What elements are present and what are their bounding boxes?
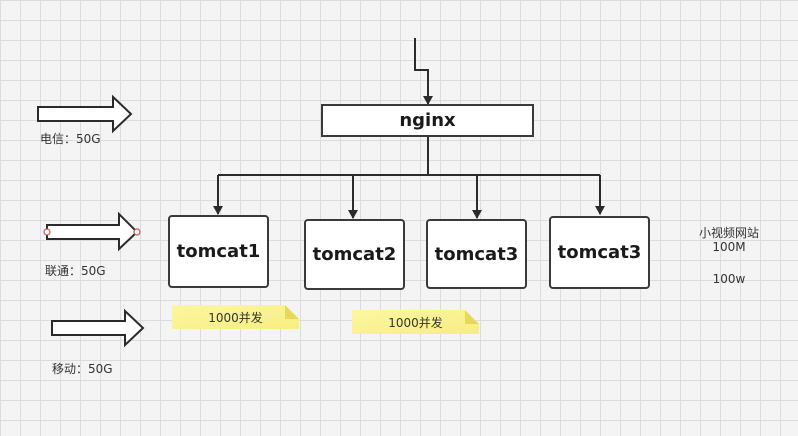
tomcat-label-1: tomcat1 bbox=[176, 241, 261, 262]
nginx-label: nginx bbox=[399, 110, 456, 131]
isp-arrow-telecom bbox=[37, 94, 133, 134]
isp-label-mobile: 移动：50G bbox=[52, 362, 113, 376]
tomcat-label-2: tomcat2 bbox=[312, 244, 397, 265]
site-users: 100w bbox=[712, 272, 746, 286]
isp-label-unicom: 联通：50G bbox=[45, 264, 106, 278]
nginx-node[interactable]: nginx bbox=[321, 104, 534, 137]
tomcat-label-3: tomcat3 bbox=[434, 243, 519, 265]
note-text-2: 1000并发 bbox=[388, 315, 443, 330]
note-text-1: 1000并发 bbox=[208, 310, 263, 325]
arrow-handle-right bbox=[133, 228, 141, 236]
isp-label-telecom: 电信：50G bbox=[40, 132, 101, 146]
tomcat-node-2[interactable]: tomcat2 bbox=[304, 219, 405, 290]
concurrency-note-1[interactable]: 1000并发 bbox=[172, 305, 299, 329]
isp-arrow-unicom bbox=[46, 211, 139, 252]
site-name: 小视频网站 bbox=[698, 226, 759, 240]
tomcat-label-4: tomcat3 bbox=[557, 242, 642, 263]
isp-arrow-mobile bbox=[51, 308, 145, 348]
site-bandwidth: 100M bbox=[712, 240, 746, 254]
concurrency-note-2[interactable]: 1000并发 bbox=[352, 310, 479, 334]
arrow-handle-left bbox=[43, 228, 51, 236]
tomcat-node-3[interactable]: tomcat3 bbox=[426, 219, 527, 289]
tomcat-node-1[interactable]: tomcat1 bbox=[168, 215, 269, 288]
tomcat-node-4[interactable]: tomcat3 bbox=[549, 216, 650, 289]
incoming-connector bbox=[414, 38, 433, 105]
